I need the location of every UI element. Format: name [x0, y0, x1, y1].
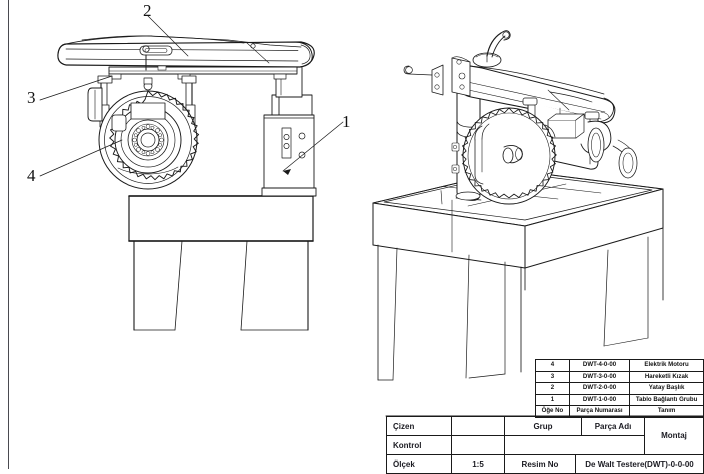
title-block-row-1: Çizen Grup Parça Adı Montaj: [386, 416, 704, 455]
drawn-by-value: [451, 416, 505, 436]
bom-header-description: Tanım: [629, 405, 704, 418]
callout-1: 1: [342, 112, 351, 131]
front-view-assembly: [57, 35, 317, 331]
isometric-view-assembly: [372, 30, 664, 381]
leader-line-3: [39, 75, 113, 101]
bom-item-no: 3: [535, 370, 570, 384]
group-label: Grup: [504, 416, 582, 436]
iso-arm: [403, 30, 616, 124]
front-view-motor: [87, 87, 182, 175]
title-block-row-3: Ölçek 1:5 Resim No De Walt Testere(DWT)-…: [386, 454, 704, 474]
callout-2: 2: [143, 1, 152, 20]
callout-3: 3: [27, 88, 36, 107]
bom-item-no: 2: [535, 382, 570, 395]
part-name-value: Montaj: [644, 416, 704, 455]
bom-part-number: DWT-1-0-00: [568, 393, 631, 407]
callout-4: 4: [27, 166, 36, 185]
front-view-column: [261, 57, 317, 197]
bom-part-number: DWT-3-0-00: [568, 370, 631, 384]
drawn-by-label: Çizen: [386, 416, 452, 436]
front-view-bench: [128, 195, 314, 331]
leader-line-1: [282, 121, 344, 172]
bom-item-no: 4: [535, 359, 570, 372]
bom-part-number: DWT-4-0-00: [568, 359, 631, 372]
bom-part-number: DWT-2-0-00: [568, 382, 631, 395]
callout-leaders: [39, 15, 344, 177]
iso-guard: [474, 123, 638, 185]
control-label: Kontrol: [386, 435, 452, 455]
sheet-border-left: [8, 0, 9, 469]
bom-description: Tablo Bağlantı Grubu: [629, 393, 704, 407]
scale-value: 1:5: [451, 454, 505, 474]
bom-description: Elektrik Motoru: [629, 359, 704, 372]
iso-saw-blade: [461, 107, 557, 205]
bom-description: Yatay Başlık: [629, 382, 704, 395]
leader-line-4: [39, 139, 123, 177]
bom-item-no: 1: [535, 393, 570, 407]
control-value: [451, 435, 505, 455]
bom-description: Hareketli Kızak: [629, 370, 704, 384]
leader-line-2: [147, 15, 189, 57]
drawing-no-value: De Walt Testere(DWT)-0-0-00: [575, 454, 704, 474]
table-row: 4 DWT-4-0-00 Elektrik Motoru: [535, 359, 704, 372]
drawing-no-label: Resim No: [504, 454, 576, 474]
title-block: Çizen Grup Parça Adı Montaj Kontrol Ölçe…: [386, 416, 704, 474]
bom-header-row: Öğe No Parça Numarası Tanım: [535, 405, 704, 418]
bill-of-materials-table: 4 DWT-4-0-00 Elektrik Motoru 3 DWT-3-0-0…: [535, 359, 704, 418]
control-empty-cell: [504, 435, 645, 455]
table-row: 2 DWT-2-0-00 Yatay Başlık: [535, 382, 704, 395]
front-view-arm: [57, 35, 315, 80]
part-name-label: Parça Adı: [581, 416, 645, 436]
table-row: 3 DWT-3-0-00 Hareketli Kızak: [535, 370, 704, 384]
table-row: 1 DWT-1-0-00 Tablo Bağlantı Grubu: [535, 393, 704, 407]
scale-label: Ölçek: [386, 454, 452, 474]
